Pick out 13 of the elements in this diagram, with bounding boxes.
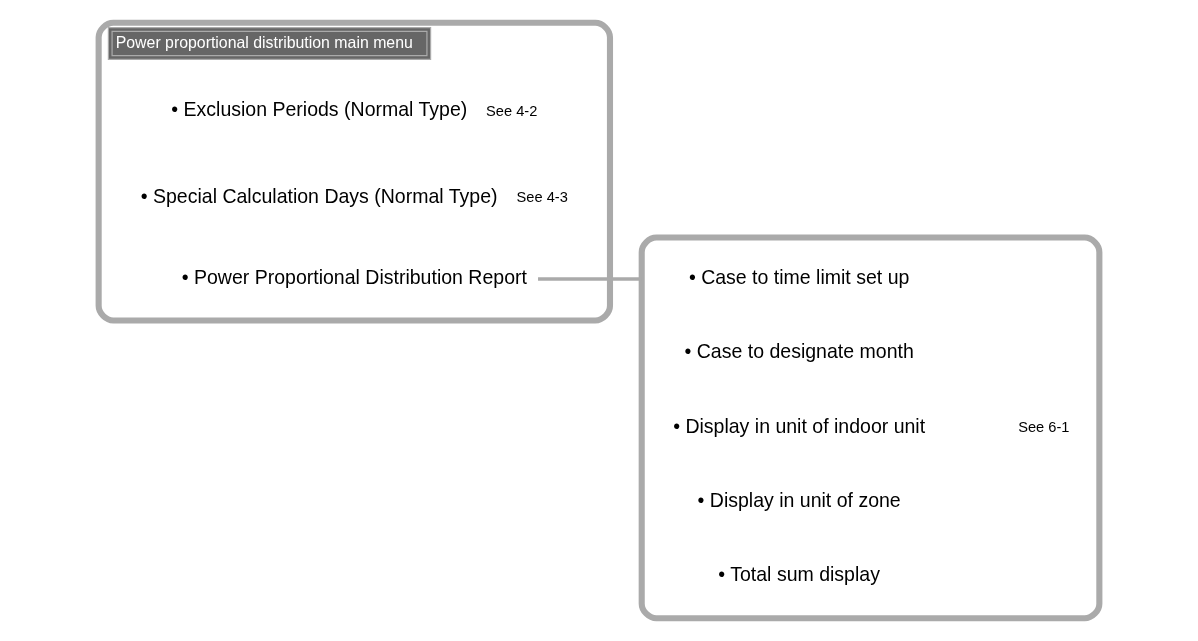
node-text: • Power Proportional Distribution Report: [181, 265, 527, 288]
node-text: • Case to time limit set up: [688, 265, 910, 288]
node-text: • Special Calculation Days (Normal Type): [140, 185, 498, 208]
node-text: • Display in unit of zone: [697, 488, 901, 511]
node-text: • Exclusion Periods (Normal Type): [171, 98, 468, 121]
node-text: • Display in unit of indoor unit: [673, 414, 926, 437]
node-label: See 4-2: [486, 102, 538, 119]
node-label: See 4-3: [516, 189, 568, 206]
label: See 6-1: [1018, 418, 1070, 435]
node-text: • Total sum display: [718, 563, 880, 586]
connector: [538, 277, 642, 281]
node-text: • Case to designate month: [684, 340, 914, 363]
cluster: [638, 234, 1103, 622]
